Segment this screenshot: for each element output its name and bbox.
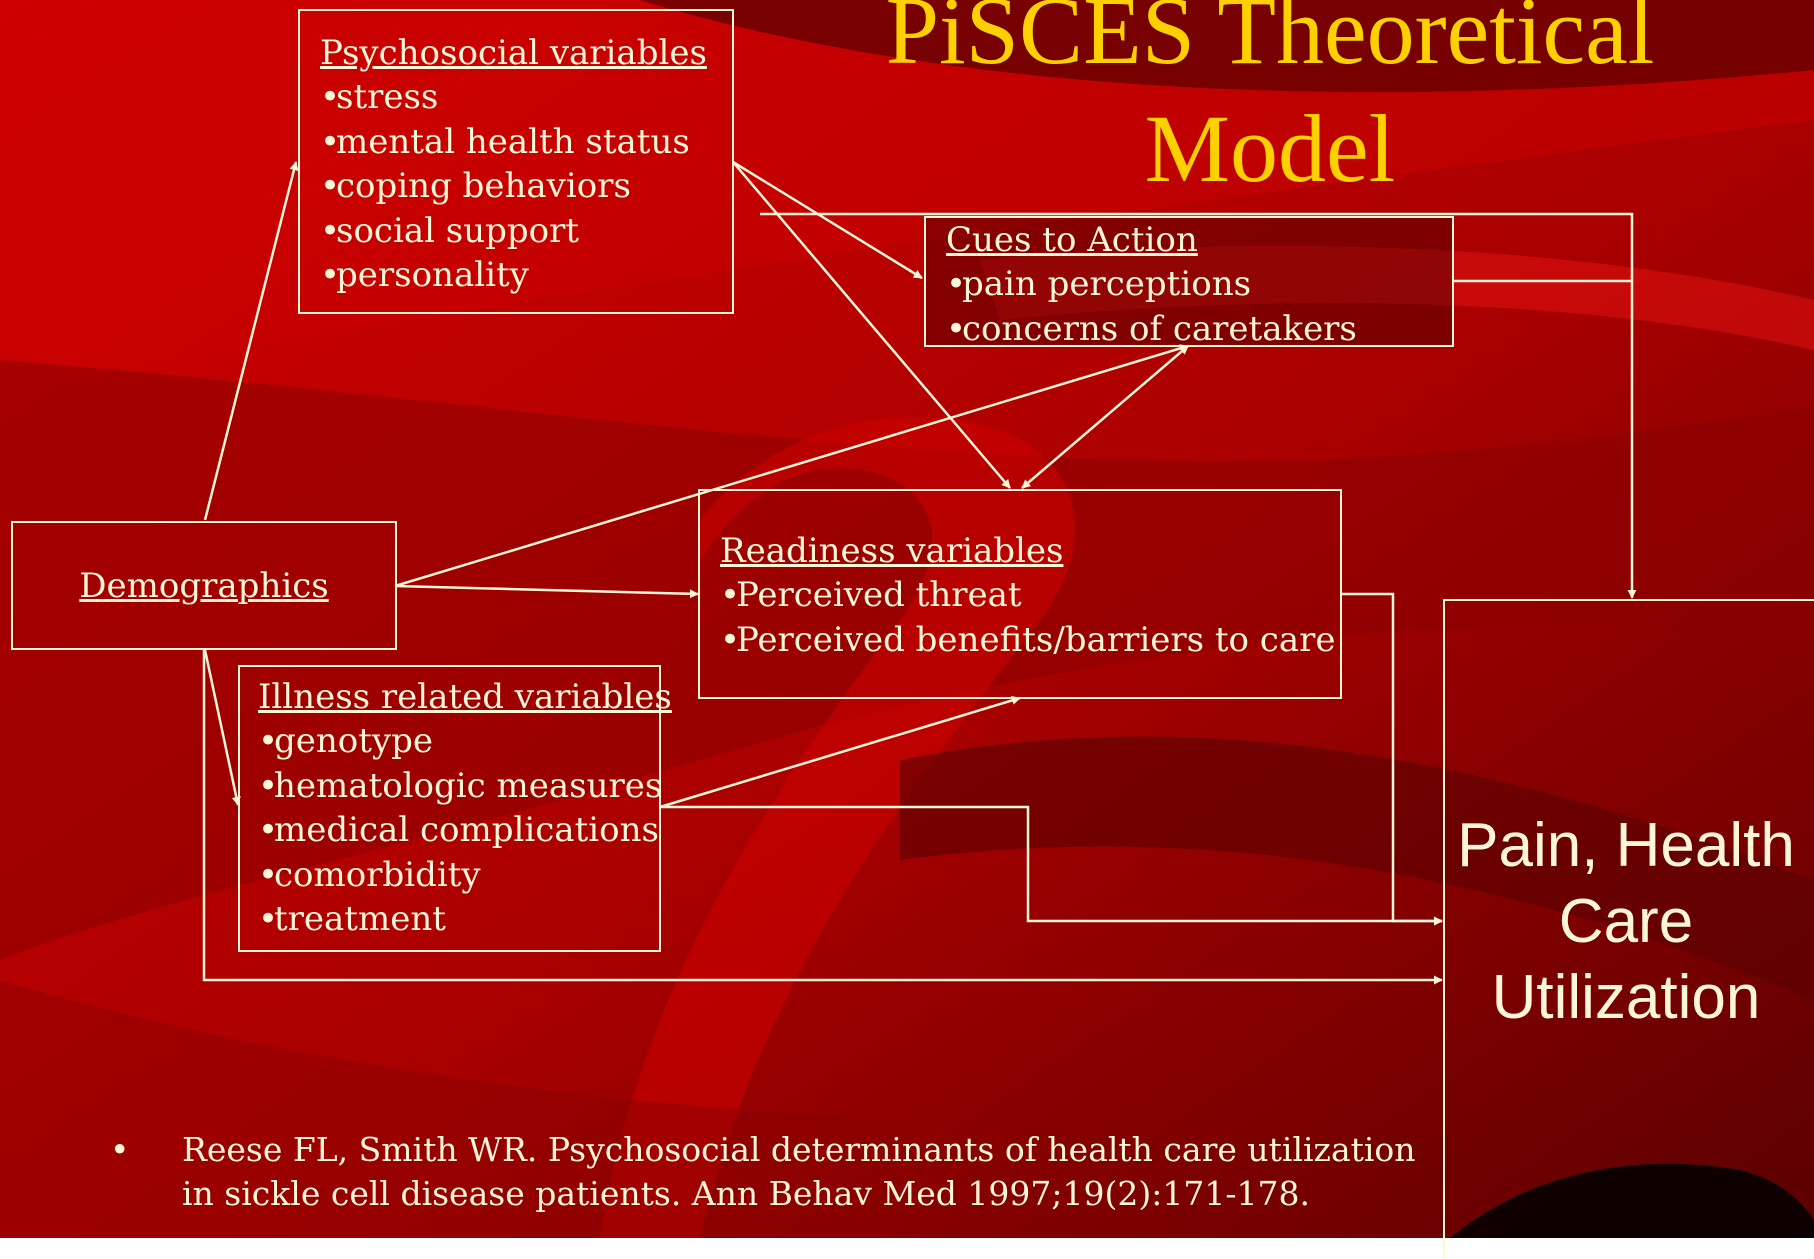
list-item: •genotype — [258, 719, 659, 764]
bullet-glyph: • — [320, 210, 341, 251]
cues-title: Cues to Action — [946, 220, 1198, 260]
bullet-glyph: • — [720, 619, 741, 660]
slide-title: PiSCES Theoretical Model — [885, 0, 1655, 202]
citation-bullet: • — [110, 1130, 130, 1169]
list-item-text: medical complications — [274, 810, 659, 850]
list-item-text: Perceived benefits/barriers to care — [736, 619, 1336, 660]
cues-to-action-box: Cues to Action •pain perceptions•concern… — [924, 216, 1454, 349]
citation-text: Reese FL, Smith WR. Psychosocial determi… — [182, 1130, 1416, 1213]
list-item-text: stress — [336, 77, 439, 117]
psychosocial-title: Psychosocial variables — [320, 33, 707, 73]
illness-list: •genotype•hematologic measures•medical c… — [258, 719, 663, 942]
list-item-text: coping behaviors — [336, 166, 631, 206]
bullet-glyph: • — [320, 121, 341, 162]
demographics-title: Demographics — [79, 565, 329, 606]
list-item-text: comorbidity — [274, 854, 481, 895]
bullet-glyph: • — [720, 575, 741, 615]
bullet-glyph: • — [946, 308, 967, 349]
list-item: •Perceived threat — [720, 573, 1340, 618]
readiness-list: •Perceived threat•Perceived benefits/bar… — [720, 573, 1340, 662]
list-item-text: treatment — [274, 899, 446, 939]
list-item: •mental health status — [320, 120, 732, 165]
psychosocial-variables-box: Psychosocial variables •stress•mental he… — [298, 9, 734, 314]
list-item: •comorbidity — [258, 853, 659, 898]
list-item-text: mental health status — [336, 121, 690, 162]
bullet-glyph: • — [258, 765, 279, 806]
list-item: •Perceived benefits/barriers to care — [720, 618, 1340, 663]
list-item-text: social support — [336, 210, 580, 251]
list-item: •hematologic measures — [258, 764, 663, 809]
list-item: •personality — [320, 253, 732, 298]
list-item-text: hematologic measures — [274, 765, 663, 806]
list-item: •concerns of caretakers — [946, 307, 1452, 352]
list-item: •pain perceptions — [946, 262, 1452, 307]
illness-title: Illness related variables — [258, 677, 672, 717]
list-item-text: concerns of caretakers — [962, 308, 1357, 349]
list-item: •coping behaviors — [320, 164, 732, 209]
list-item-text: personality — [336, 255, 529, 295]
list-item-text: genotype — [274, 721, 434, 761]
bullet-glyph: • — [258, 810, 279, 850]
list-item-text: pain perceptions — [962, 264, 1252, 304]
list-item: •medical complications — [258, 808, 659, 853]
psychosocial-list: •stress•mental health status•coping beha… — [320, 75, 732, 298]
list-item: •treatment — [258, 897, 659, 942]
bullet-glyph: • — [320, 77, 341, 117]
bullet-glyph: • — [946, 264, 967, 304]
bullet-glyph: • — [258, 721, 279, 761]
list-item-text: Perceived threat — [736, 575, 1022, 615]
bullet-glyph: • — [258, 854, 279, 895]
outcome-title: Pain, Health Care Utilization — [1457, 811, 1795, 1032]
readiness-title: Readiness variables — [720, 531, 1064, 571]
bullet-glyph: • — [320, 166, 341, 206]
outcome-box — [1443, 599, 1814, 1259]
demographics-box: Demographics — [11, 521, 397, 650]
list-item: •social support — [320, 209, 732, 254]
bullet-glyph: • — [320, 255, 341, 295]
bullet-glyph: • — [258, 899, 279, 939]
cues-list: •pain perceptions•concerns of caretakers — [946, 262, 1452, 351]
readiness-variables-box: Readiness variables •Perceived threat•Pe… — [698, 489, 1342, 699]
list-item: •stress — [320, 75, 732, 120]
illness-related-variables-box: Illness related variables •genotype•hema… — [238, 665, 672, 952]
